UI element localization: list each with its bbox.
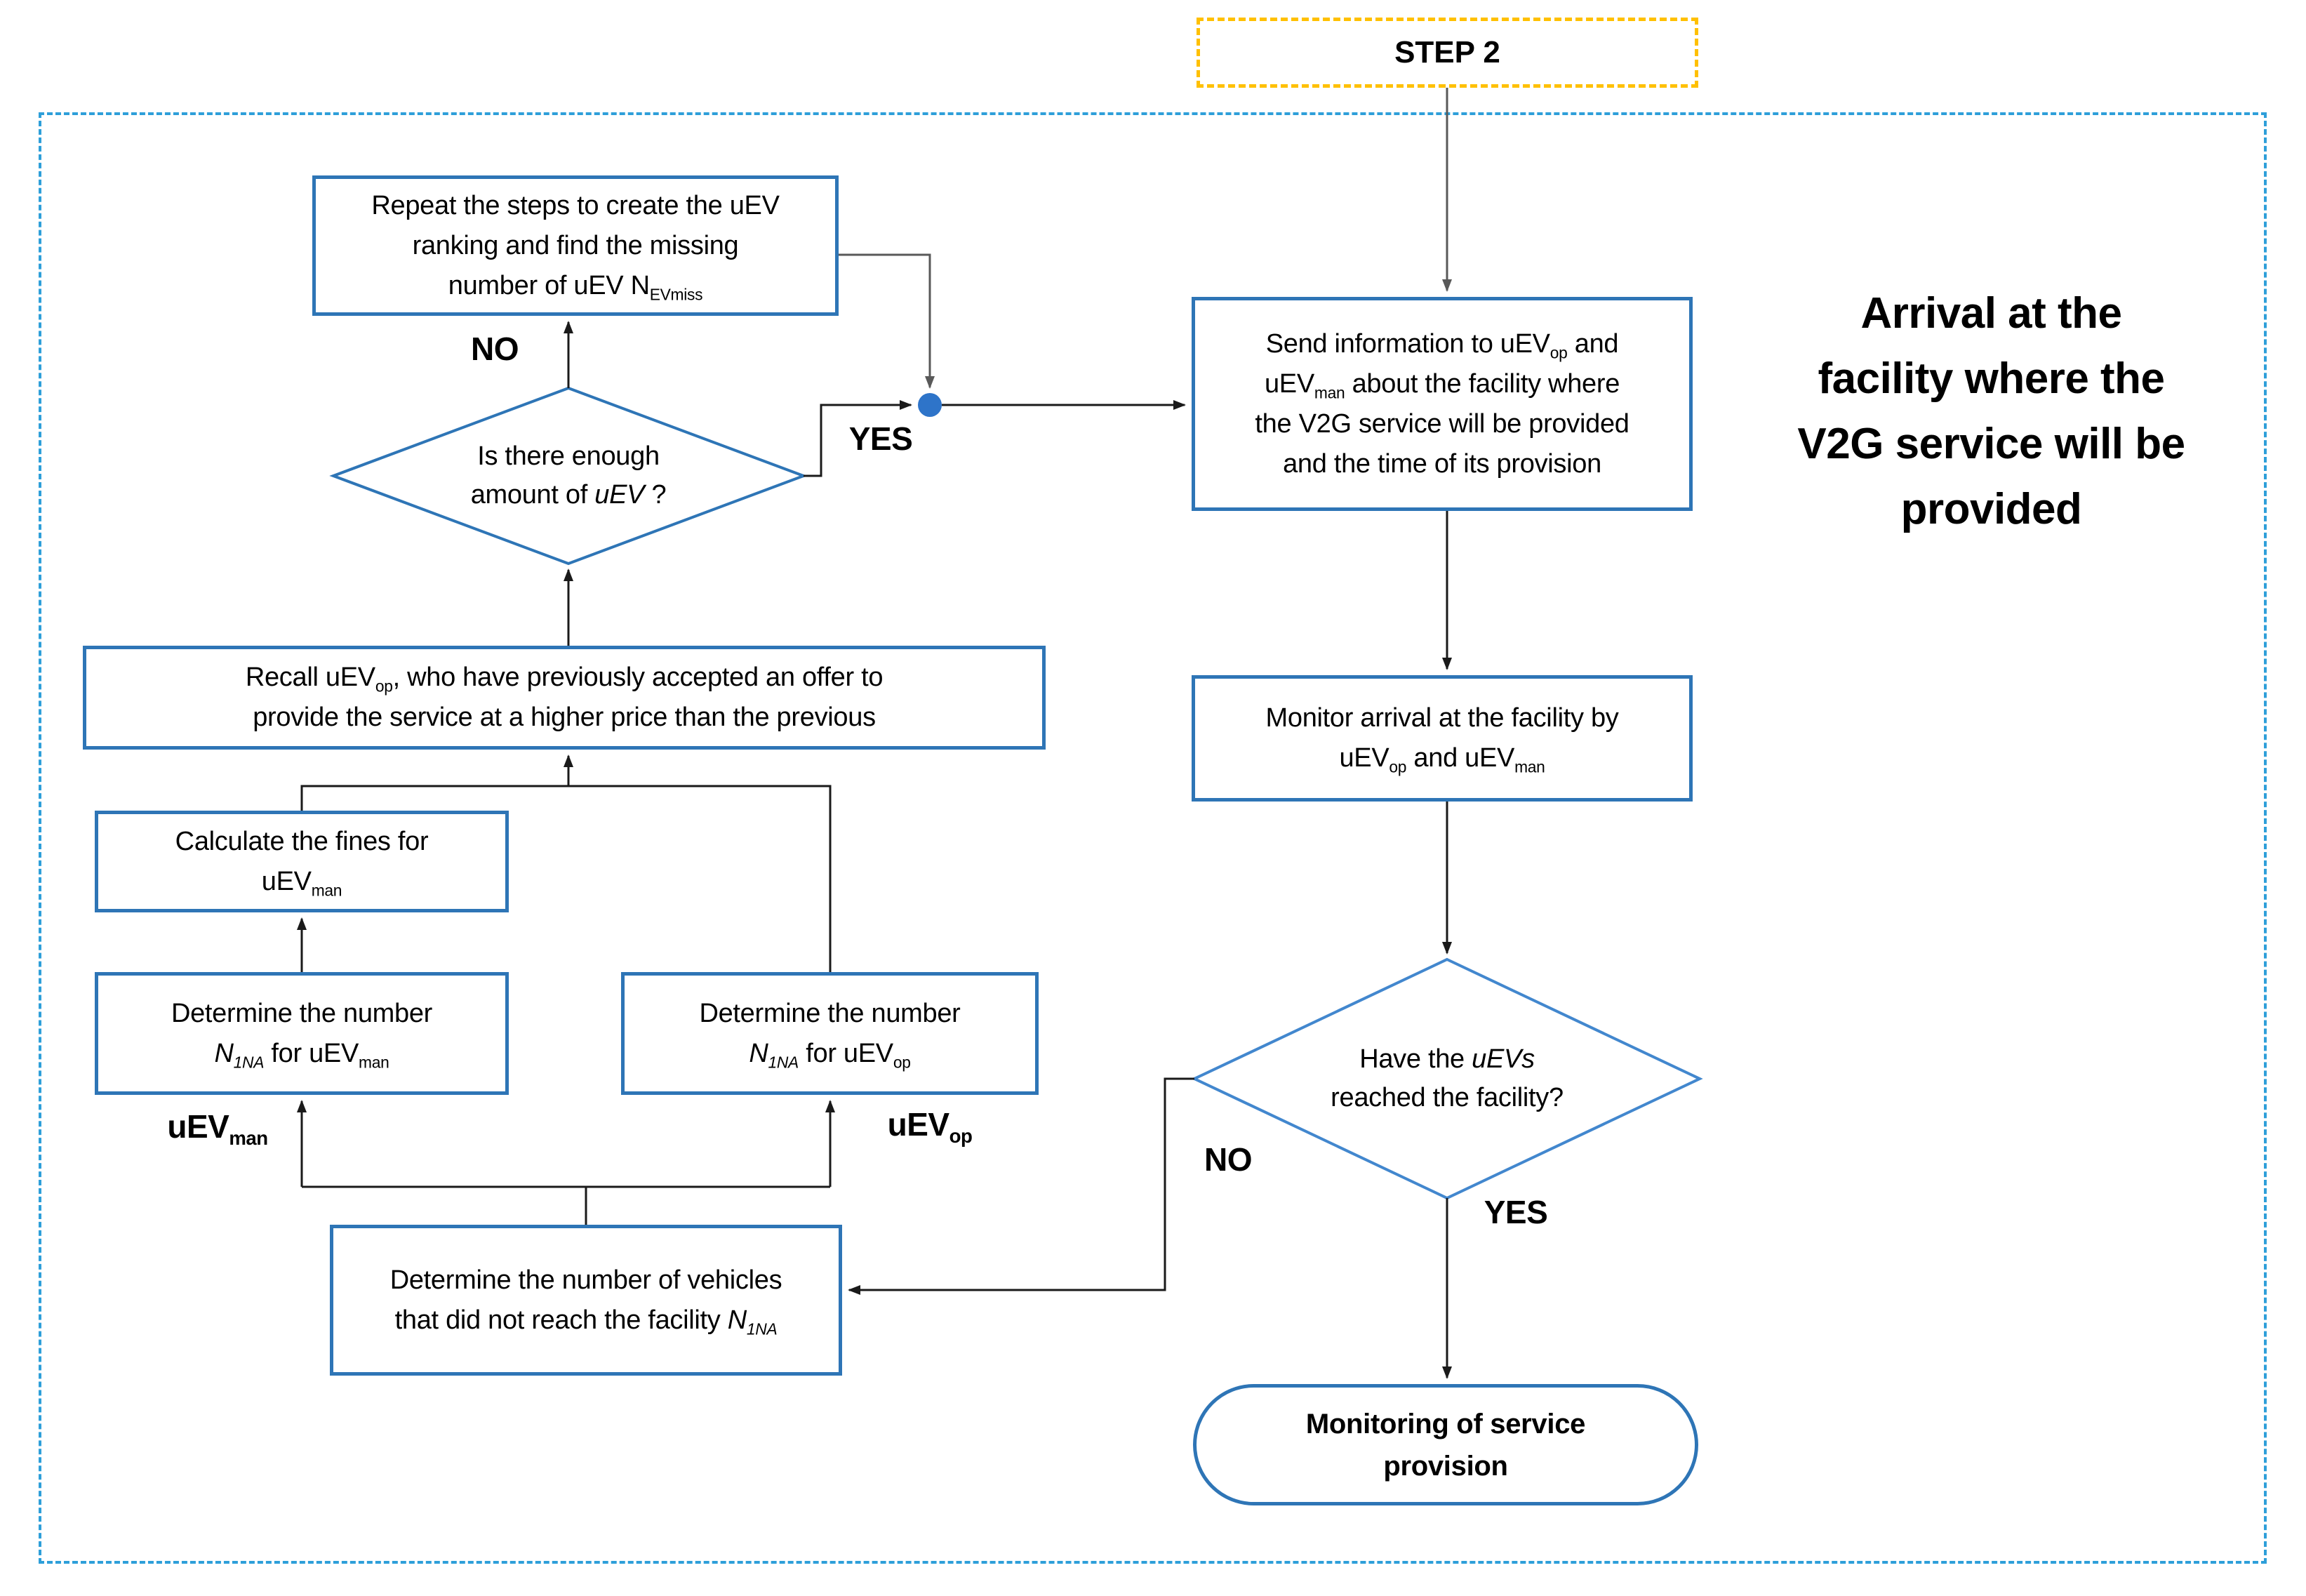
label-yes-left: YES — [848, 420, 913, 457]
step2-badge: STEP 2 — [1197, 18, 1698, 88]
node-recall-uevop: Recall uEVop, who have previously accept… — [83, 646, 1046, 750]
label-no-right: NO — [1204, 1141, 1253, 1178]
label-uev-man: uEVman — [167, 1108, 268, 1150]
edge-yes-to-junction — [804, 400, 912, 477]
decision-enough-uev-shape — [329, 386, 808, 566]
edge-merge-path — [300, 785, 832, 972]
junction-dot — [918, 393, 942, 417]
outer-dashed-boundary — [39, 112, 2267, 1564]
edge-repeat-to-junction — [839, 253, 935, 389]
label-uev-op: uEVop — [887, 1106, 973, 1148]
label-no-left: NO — [471, 331, 519, 367]
label-yes-right: YES — [1484, 1194, 1548, 1230]
edge-no-to-vehicles — [848, 1077, 1194, 1295]
